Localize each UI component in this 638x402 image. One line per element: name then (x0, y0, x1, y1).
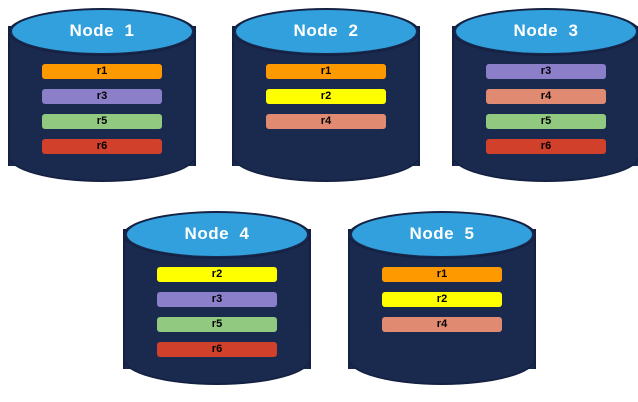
cylinder-top-face (127, 213, 307, 256)
cylinder-top-face (456, 10, 636, 53)
shard-bar[interactable]: r6 (42, 139, 162, 154)
shard-bar[interactable]: r5 (42, 114, 162, 129)
shard-bar[interactable]: r5 (486, 114, 606, 129)
shard-bar[interactable]: r3 (486, 64, 606, 79)
shard-list: r1 r3 r5 r6 (42, 64, 162, 154)
shard-bar[interactable]: r6 (157, 342, 277, 357)
shard-bar[interactable]: r3 (157, 292, 277, 307)
shard-bar[interactable]: r5 (157, 317, 277, 332)
cylinder-bottom-cap (8, 130, 196, 182)
shard-bar[interactable]: r2 (157, 267, 277, 282)
shard-bar[interactable]: r1 (266, 64, 386, 79)
shard-bar[interactable]: r2 (382, 292, 502, 307)
node-title-label: Node 1 (69, 21, 135, 40)
shard-list: r1 r2 r4 (266, 64, 386, 129)
cylinder-top-face (12, 10, 192, 53)
shard-bar[interactable]: r1 (382, 267, 502, 282)
shard-bar[interactable]: r1 (42, 64, 162, 79)
database-node-cylinder[interactable]: Node 3 r3 r4 r5 r6 (452, 8, 638, 183)
node-title-label: Node 2 (293, 21, 359, 40)
node-title-label: Node 3 (513, 21, 579, 40)
node-title-label: Node 4 (184, 224, 250, 243)
node-title-label: Node 5 (409, 224, 475, 243)
database-node-cylinder[interactable]: Node 2 r1 r2 r4 (232, 8, 420, 183)
cylinder-top-face (236, 10, 416, 53)
shard-list: r3 r4 r5 r6 (486, 64, 606, 154)
shard-bar[interactable]: r4 (486, 89, 606, 104)
shard-bar[interactable]: r3 (42, 89, 162, 104)
shard-bar[interactable]: r4 (266, 114, 386, 129)
cylinder-bottom-cap (452, 130, 638, 182)
shard-bar[interactable]: r2 (266, 89, 386, 104)
shard-bar[interactable]: r6 (486, 139, 606, 154)
database-node-cylinder[interactable]: Node 4 r2 r3 r5 r6 (123, 211, 311, 386)
database-node-cylinder[interactable]: Node 1 r1 r3 r5 r6 (8, 8, 196, 183)
shard-bar[interactable]: r4 (382, 317, 502, 332)
cylinder-bottom-cap (123, 333, 311, 385)
database-node-cylinder[interactable]: Node 5 r1 r2 r4 (348, 211, 536, 386)
cylinder-bottom-cap (232, 130, 420, 182)
cylinder-bottom-cap (348, 333, 536, 385)
shard-list: r2 r3 r5 r6 (157, 267, 277, 357)
shard-list: r1 r2 r4 (382, 267, 502, 332)
cylinder-top-face (352, 213, 532, 256)
